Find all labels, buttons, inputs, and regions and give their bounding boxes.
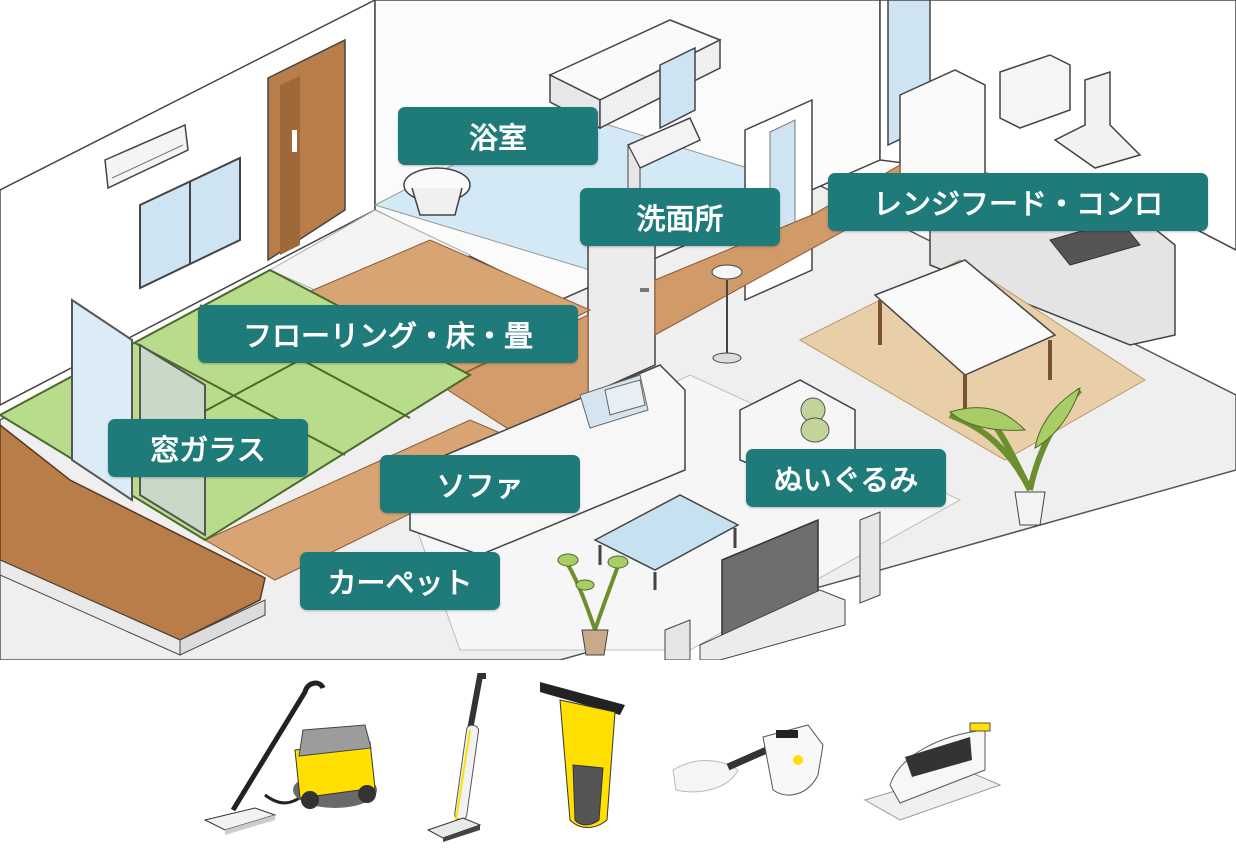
label-flooring-tatami[interactable]: フローリング・床・畳 (198, 305, 578, 363)
steam-mop-icon[interactable] (418, 670, 508, 842)
label-sofa[interactable]: ソファ (380, 455, 580, 513)
wooden-deck (0, 424, 266, 656)
label-carpet[interactable]: カーペット (300, 552, 500, 610)
label-window-glass[interactable]: 窓ガラス (108, 419, 308, 477)
floor-lamp-icon (711, 264, 743, 364)
steam-cleaner-icon[interactable] (195, 670, 385, 840)
toilet-icon (403, 167, 471, 216)
coffee-table-icon (593, 494, 740, 590)
sliding-door-icon (267, 38, 346, 262)
handheld-steamer-icon[interactable] (668, 715, 828, 815)
air-conditioner-icon (104, 123, 189, 190)
label-stuffed-toys[interactable]: ぬいぐるみ (746, 449, 946, 507)
label-bathroom[interactable]: 浴室 (398, 107, 598, 165)
product-row (0, 660, 1236, 848)
label-washroom[interactable]: 洗面所 (580, 188, 780, 246)
fabric-steamer-icon[interactable] (860, 715, 1005, 825)
house-floorplan-illustration (0, 0, 1236, 660)
small-plant-icon (557, 553, 629, 656)
wall-window-icon (139, 156, 241, 290)
dining-table-icon (873, 259, 1057, 410)
speaker-icon (664, 511, 881, 660)
potted-plant-icon (948, 386, 1083, 526)
window-vac-icon[interactable] (535, 670, 635, 835)
tv-icon (699, 518, 846, 660)
label-range-hood-stove[interactable]: レンジフード・コンロ (828, 173, 1208, 231)
